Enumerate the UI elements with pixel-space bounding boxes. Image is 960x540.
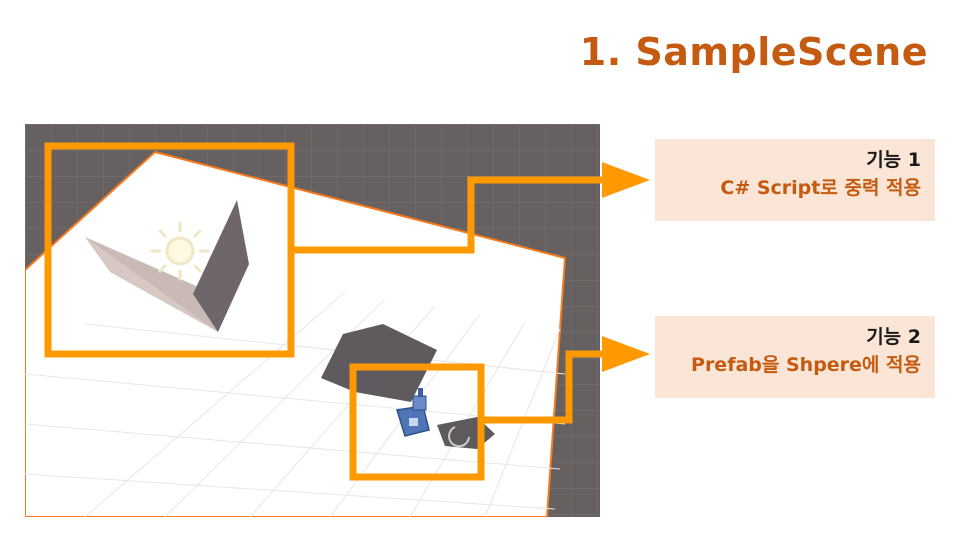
callout-feature-2: 기능 2 Prefab을 Shpere에 적용 xyxy=(655,316,935,398)
scene-view[interactable] xyxy=(25,124,600,517)
connector-arrow-1 xyxy=(602,162,650,198)
callout-2-description: Prefab을 Shpere에 적용 xyxy=(691,354,921,376)
callout-2-title: 기능 2 xyxy=(866,326,921,348)
callout-feature-1: 기능 1 C# Script로 중력 적용 xyxy=(655,139,935,221)
sun-light-icon[interactable] xyxy=(150,221,210,281)
slide-title: 1. SampleScene xyxy=(579,30,928,74)
callout-1-title: 기능 1 xyxy=(866,149,921,171)
connector-arrow-2 xyxy=(602,336,650,372)
callout-1-description: C# Script로 중력 적용 xyxy=(720,177,921,199)
